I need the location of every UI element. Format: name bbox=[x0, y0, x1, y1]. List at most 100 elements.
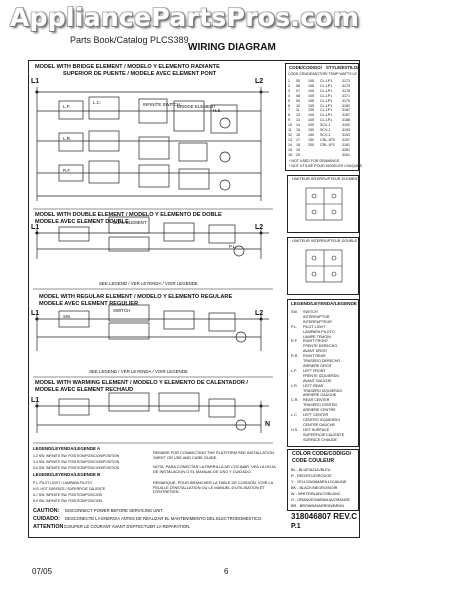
component-label: L.F. bbox=[63, 104, 71, 109]
l2-label-3: L2 bbox=[255, 310, 264, 317]
legend-entry: AVANT GAUCHE bbox=[303, 378, 332, 383]
section-2-title: MODEL WITH DOUBLE ELEMENT / MODELO Y ELE… bbox=[35, 212, 222, 225]
bottom-legend-row: 5-6 SW. INFINITE SW. POSITION/POSICION/P… bbox=[33, 466, 120, 471]
bottom-legend-row: 3-4 SW. INFINITE SW. POSITION/POSICION/P… bbox=[33, 460, 120, 465]
legend-entry: LAMPE TEMOIN bbox=[303, 334, 331, 339]
switch-schematic-2 bbox=[305, 249, 343, 283]
color-code-entry: BR - BROWN/MARRON/BRUN bbox=[291, 504, 344, 508]
switch-schematic-1 bbox=[305, 187, 343, 221]
caution-line: ATTENTION:COUPER LE COURANT AVANT D'EFFE… bbox=[33, 524, 191, 530]
legend-entry: R.R.RIGHT REAR bbox=[291, 354, 326, 359]
watermark-banner: AppliancePartsPros.com bbox=[0, 0, 464, 40]
remark-english: REMARK FOR CONNECTING THE PLATFORM SEE I… bbox=[153, 450, 274, 460]
color-code-entry: W - WHITE/BLANCO/BLANC bbox=[291, 492, 341, 496]
legend-entry: SURFACE CHAUDE bbox=[303, 437, 338, 442]
section-1-title: MODEL WITH BRIDGE ELEMENT / MODELO Y ELE… bbox=[35, 64, 220, 77]
legend-entry: INTERRUPTEUR bbox=[303, 319, 332, 324]
legend-entry: TRASERO DERECHO bbox=[303, 359, 341, 364]
bottom-legend-row: 1-2 SW. INFINITE SW. POSITION/POSICION/P… bbox=[33, 454, 120, 458]
legend-entry: R.F.RIGHT FRONT bbox=[291, 339, 329, 344]
legend-entry: LAMPARA PILOTO bbox=[303, 329, 335, 334]
section-3-title: MODEL WITH REGULAR ELEMENT / MODELO Y EL… bbox=[39, 294, 233, 307]
legend-entry: FRENTE IZQUIERDO bbox=[303, 373, 340, 378]
color-code-rows: BL - BLUE/AZUL/BLEU R - RED/ROJO/ROUGE Y -… bbox=[291, 467, 359, 509]
component-label: L.R. bbox=[63, 136, 72, 141]
bottom-legend-row: 8-9 SW. INFINITE SW. POSITION/POSICION bbox=[33, 499, 102, 504]
legend-entry: ARRIERE GAUCHE bbox=[303, 393, 337, 398]
caution-block: CAUTION:DISCONNECT POWER BEFORE SERVICIN… bbox=[33, 507, 283, 531]
l1-label-4: L1 bbox=[31, 397, 40, 404]
wiring-schematic bbox=[33, 87, 273, 444]
remark-spanish: NOTA: PARA CONECTAR LA PARRILLA DE COCIN… bbox=[153, 464, 276, 474]
footer-page-number: 6 bbox=[224, 567, 229, 576]
legend-entry: SUPERFICIE CALIENTE bbox=[303, 432, 345, 437]
component-label: L.C. bbox=[93, 100, 102, 105]
bottom-legend-row: P.L. PILOT LIGHT / LAMPARA PILOTO bbox=[33, 480, 93, 485]
legend-entry: P.L.PILOT LIGHT bbox=[291, 324, 326, 329]
legend-entry: CENTRO IZQUIERDO bbox=[303, 417, 341, 422]
code-table: CODE/CODIGO/ STYLE/ESTILO/ CODE CRUDE/MO… bbox=[285, 63, 362, 171]
color-code-entry: R - RED/ROJO/ROUGE bbox=[291, 474, 332, 478]
switch-panel-2: LIMITEUR INTERRUPTEUR DOUBLE bbox=[287, 237, 359, 295]
legend-entry: CENTRE GAUCHE bbox=[303, 422, 335, 427]
caution-line: CUIDADO:DESCONECTE LA ENERGIA ANTES DE R… bbox=[33, 516, 263, 522]
legend-entry: ARRIERE CENTRE bbox=[303, 408, 336, 413]
diagram-sheet: MODEL WITH BRIDGE ELEMENT / MODELO Y ELE… bbox=[28, 60, 362, 538]
l1-label: L1 bbox=[31, 78, 40, 85]
l2-label: L2 bbox=[255, 78, 264, 85]
diagram-title: WIRING DIAGRAM bbox=[188, 42, 276, 53]
see-legend-note: SEE LEGEND / VER LEYENDA / VOIR LEGENDE bbox=[99, 281, 198, 286]
caution-line: CAUTION:DISCONNECT POWER BEFORE SERVICIN… bbox=[33, 508, 164, 514]
bottom-legend-row: 6-7 SW. INFINITE SW. POSITION/POSICION bbox=[33, 493, 102, 498]
color-code-entry: BL - BLUE/AZUL/BLEU bbox=[291, 468, 331, 472]
component-label: H.S. bbox=[213, 108, 222, 113]
component-label: R.F. bbox=[63, 168, 71, 173]
legend-entry: L.C.LEFT CENTER bbox=[291, 413, 329, 418]
legend-entry: TRASERO IZQUIERDO bbox=[303, 388, 343, 393]
component-label: P.L. bbox=[229, 244, 237, 249]
footer-date: 07/05 bbox=[32, 567, 53, 576]
legend-entry: AVANT DROIT bbox=[303, 349, 328, 354]
legend-entry: SW.SWITCH bbox=[291, 310, 318, 314]
switch-panel-1: LIMITEUR INTERRUPTEUR ELEMENT bbox=[287, 175, 360, 233]
color-code-entry: O - ORANGE/NARANJA/ORANGE bbox=[291, 498, 351, 502]
page-ref: P.1 bbox=[291, 523, 301, 530]
see-legend-note: SEE LEGEND / VER LEYENDA / VOIR LEGENDE bbox=[89, 369, 188, 374]
bottom-legend-row: H.S. HOT SURFACE / SUPERFICIE CALIENTE bbox=[33, 486, 106, 491]
component-label: INFINITE SWITCH bbox=[143, 102, 180, 107]
legend-entry: TRASERO CENTRO bbox=[303, 403, 338, 408]
l2-label-2: L2 bbox=[255, 224, 264, 231]
legend-entry: L.R.LEFT REAR bbox=[291, 383, 324, 388]
legend-entry: INTERRUPTOR bbox=[303, 314, 330, 319]
bottom-legend-b-title: LEGEND/LEYENDA/LEGENDE B bbox=[33, 472, 101, 477]
legend-entry: ARRIERE DROIT bbox=[303, 363, 332, 368]
part-number: 318046807 REV.C bbox=[291, 512, 357, 521]
bottom-legend-rows: 1-2 SW. INFINITE SW. POSITION/POSICION/P… bbox=[33, 453, 153, 504]
legend-entry: C.R.REAR CENTER bbox=[291, 398, 330, 403]
color-code-entry: Y - YELLOW/AMARILLO/JAUNE bbox=[291, 480, 347, 484]
bottom-legend-a-title: LEGEND/LEYENDA/LEGENDE A bbox=[33, 446, 101, 451]
legend-entry: L.F.LEFT FRONT bbox=[291, 368, 326, 373]
color-code-entry: BK - BLACK/NEGRO/NOIR bbox=[291, 486, 338, 490]
watermark-text: AppliancePartsPros.com bbox=[10, 3, 360, 32]
l1-label-3: L1 bbox=[31, 310, 40, 317]
